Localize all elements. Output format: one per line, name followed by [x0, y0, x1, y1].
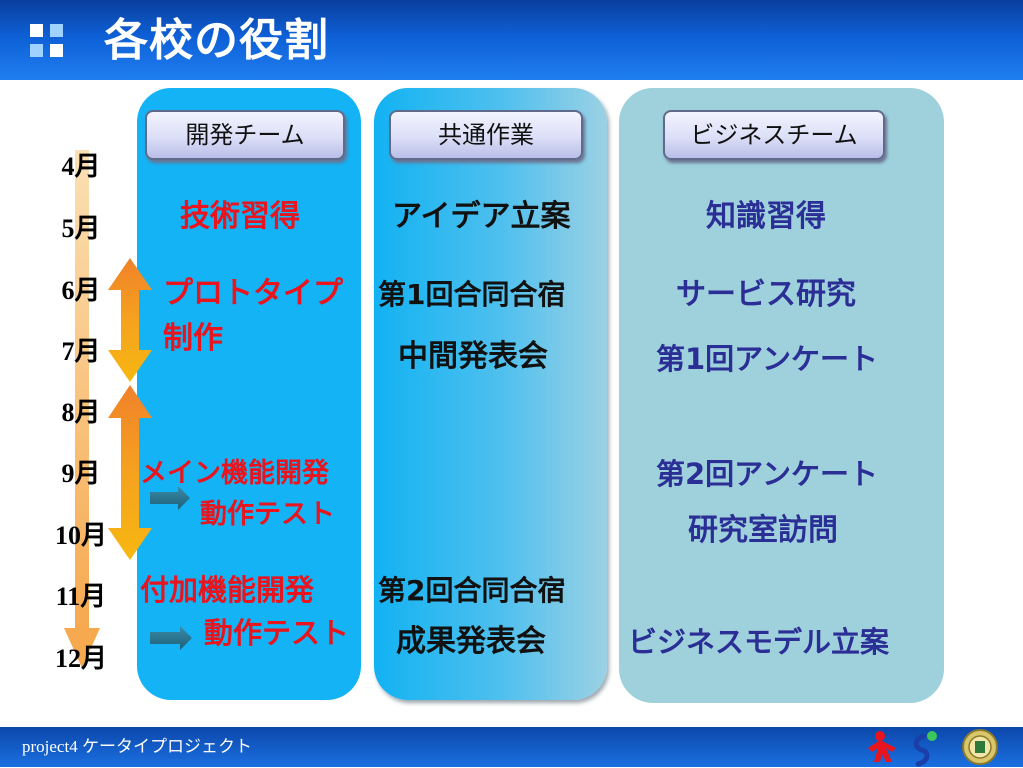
biz-item-survey2: 第2回アンケート [656, 457, 879, 491]
biz-item-business-model: ビジネスモデル立案 [628, 625, 890, 659]
dev-item-main-dev: メイン機能開発 [140, 458, 329, 489]
emblem-logo-icon [962, 729, 998, 765]
biz-item-lab-visit: 研究室訪問 [688, 513, 838, 548]
biz-item-survey1: 第1回アンケート [656, 342, 879, 376]
dev-item-extra-dev: 付加機能開発 [140, 573, 315, 607]
figure-logo-icon [868, 731, 896, 762]
footer-logos [868, 729, 998, 767]
biz-item-knowledge: 知識習得 [706, 199, 826, 234]
month-label: 5月 [61, 214, 101, 243]
common-item-midterm: 中間発表会 [398, 339, 548, 374]
business-team-label: ビジネスチーム [663, 110, 885, 160]
dev-item-extra-test: 動作テスト [204, 616, 350, 650]
month-label: 7月 [61, 337, 101, 366]
biz-item-service: サービス研究 [676, 277, 856, 312]
dev-team-label: 開発チーム [145, 110, 345, 160]
page-title: 各校の役割 [104, 15, 329, 66]
month-label: 4月 [61, 152, 101, 181]
footer-bar [0, 727, 1023, 767]
swirl-logo-icon [913, 731, 937, 767]
common-work-column [374, 88, 607, 700]
common-work-label: 共通作業 [389, 110, 583, 160]
common-item-final: 成果発表会 [396, 624, 546, 659]
footer-text: project4 ケータイプロジェクト [22, 737, 252, 756]
month-label: 9月 [61, 459, 101, 488]
common-item-idea: アイデア立案 [392, 199, 571, 234]
dev-item-skill: 技術習得 [180, 199, 300, 234]
month-label: 10月 [54, 521, 107, 550]
month-label: 12月 [54, 644, 107, 673]
month-label: 6月 [61, 276, 101, 305]
bullet-squares-icon [30, 24, 70, 60]
common-item-camp1: 第1回合同合宿 [378, 278, 566, 311]
month-label: 8月 [61, 398, 101, 427]
dev-item-prototype: プロトタイプ [163, 276, 343, 311]
dev-item-main-test: 動作テスト [200, 499, 335, 530]
dev-team-column [137, 88, 361, 700]
business-team-column [619, 88, 944, 703]
month-label: 11月 [55, 582, 107, 611]
common-item-camp2: 第2回合同合宿 [378, 574, 566, 607]
dev-item-prototype-2: 制作 [163, 321, 223, 356]
title-bar [0, 0, 1023, 80]
